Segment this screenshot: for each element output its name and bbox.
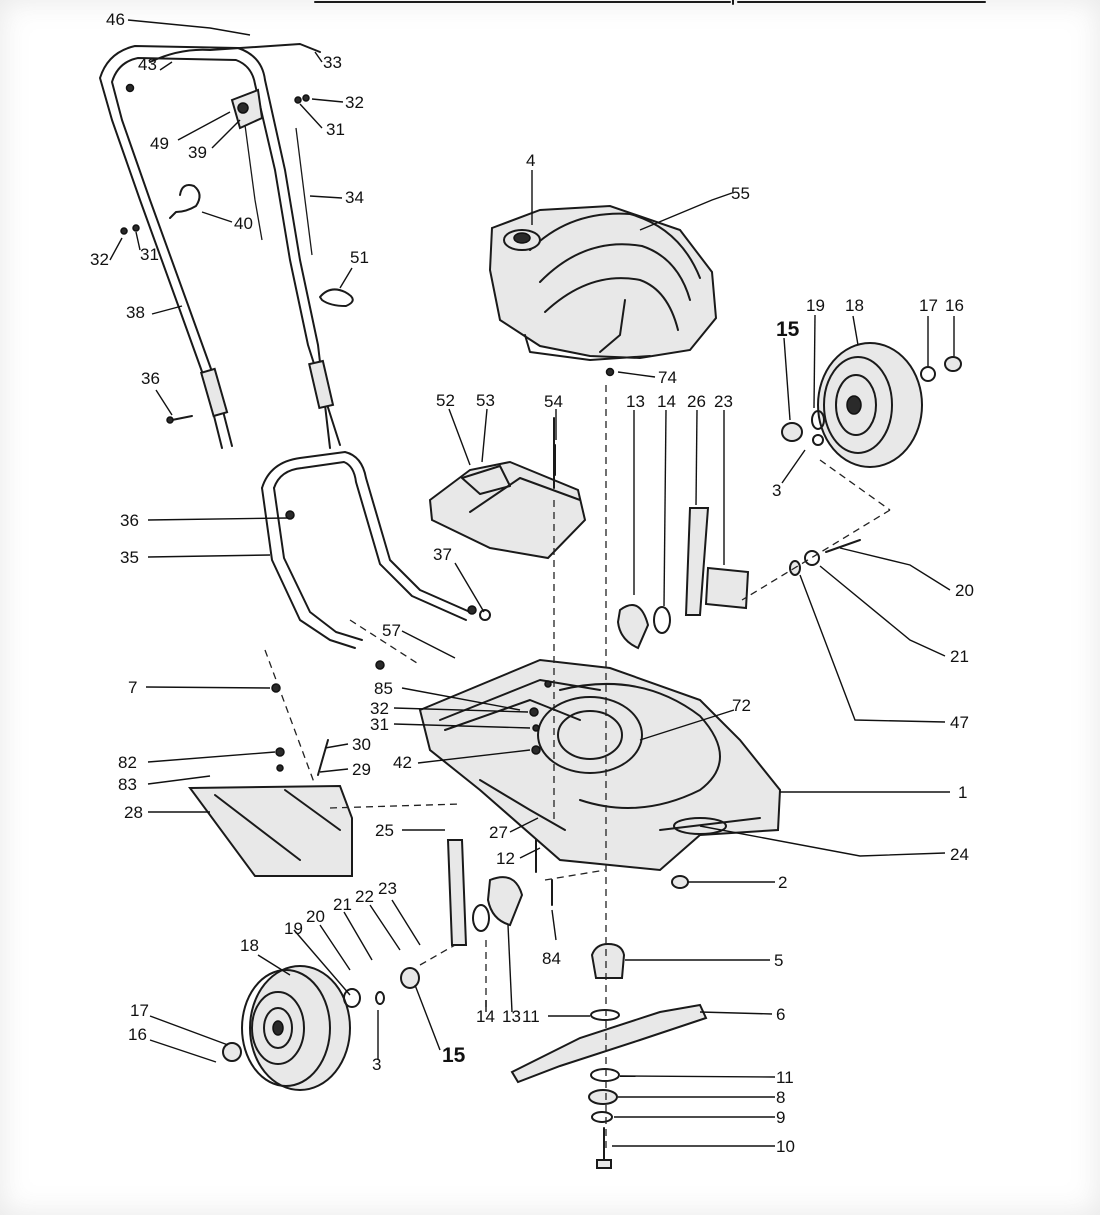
- callout-38: 38: [126, 303, 145, 322]
- callout-37: 37: [433, 545, 452, 564]
- callout-72: 72: [732, 696, 751, 715]
- callout-18-right: 18: [845, 296, 864, 315]
- callout-17-right: 17: [919, 296, 938, 315]
- callout-51: 51: [350, 248, 369, 267]
- callout-52: 52: [436, 391, 455, 410]
- callout-31: 31: [326, 120, 345, 139]
- callout-28: 28: [124, 803, 143, 822]
- callout-9: 9: [776, 1108, 785, 1127]
- callout-19-right: 19: [806, 296, 825, 315]
- callout-22-left: 22: [355, 887, 374, 906]
- callout-8: 8: [776, 1088, 785, 1107]
- callout-34: 34: [345, 188, 364, 207]
- sheet-top-border: [314, 0, 986, 5]
- upper-handle: [99, 45, 341, 449]
- callout-1: 1: [958, 783, 967, 802]
- callout-53: 53: [476, 391, 495, 410]
- callout-15-left: 15: [442, 1044, 466, 1067]
- callout-33: 33: [323, 53, 342, 72]
- callout-35: 35: [120, 548, 139, 567]
- callout-3-right: 3: [772, 481, 781, 500]
- control-cable: [120, 43, 354, 424]
- callout-21-right: 21: [950, 647, 969, 666]
- callout-7: 7: [128, 678, 137, 697]
- callout-2: 2: [778, 873, 787, 892]
- callout-16-left: 16: [128, 1025, 147, 1044]
- callout-30: 30: [352, 735, 371, 754]
- callout-19-left: 19: [284, 919, 303, 938]
- callout-labels: 46 43 33 32 31 49 39 34 40 32 31 55 4 51…: [90, 10, 974, 1156]
- chute-cover: [428, 417, 587, 560]
- callout-4: 4: [526, 151, 535, 170]
- callout-47: 47: [950, 713, 969, 732]
- callout-32-upper: 32: [90, 250, 109, 269]
- callout-57: 57: [382, 621, 401, 640]
- callout-18-left: 18: [240, 936, 259, 955]
- callout-26: 26: [687, 392, 706, 411]
- callout-3-left: 3: [372, 1055, 381, 1074]
- callout-25: 25: [375, 821, 394, 840]
- callout-74: 74: [658, 368, 677, 387]
- callout-36: 36: [141, 369, 160, 388]
- left-wheel: [222, 965, 420, 1091]
- callout-16-right: 16: [945, 296, 964, 315]
- callout-13-left: 13: [502, 1007, 521, 1026]
- callout-49: 49: [150, 134, 169, 153]
- callout-32-deck: 32: [370, 699, 389, 718]
- callout-20-right: 20: [955, 581, 974, 600]
- callout-83: 83: [118, 775, 137, 794]
- callout-55: 55: [731, 184, 750, 203]
- callout-84: 84: [542, 949, 561, 968]
- callout-14-right: 14: [657, 392, 676, 411]
- height-adjusters: [446, 507, 861, 946]
- callout-17-left: 17: [130, 1001, 149, 1020]
- callout-40: 40: [234, 214, 253, 233]
- callout-24: 24: [950, 845, 969, 864]
- callout-32: 32: [345, 93, 364, 112]
- callout-11-upper: 11: [522, 1007, 540, 1026]
- callout-20-left: 20: [306, 907, 325, 926]
- callout-21-left: 21: [333, 895, 352, 914]
- lower-handle: [261, 451, 477, 670]
- callout-27: 27: [489, 823, 508, 842]
- callout-43: 43: [138, 55, 157, 74]
- callout-46: 46: [106, 10, 125, 29]
- callout-85: 85: [374, 679, 393, 698]
- callout-5: 5: [774, 951, 783, 970]
- callout-54: 54: [544, 392, 563, 411]
- callout-31-upper: 31: [140, 245, 159, 264]
- mower-deck: [418, 658, 782, 872]
- callout-23-right: 23: [714, 392, 733, 411]
- callout-23-left: 23: [378, 879, 397, 898]
- callout-6: 6: [776, 1005, 785, 1024]
- engine: [488, 204, 718, 377]
- callout-15-right: 15: [776, 318, 800, 341]
- callout-13-right: 13: [626, 392, 645, 411]
- leader-lines: [109, 19, 955, 1147]
- callout-39: 39: [188, 143, 207, 162]
- callout-36-lower: 36: [120, 511, 139, 530]
- callout-29: 29: [352, 760, 371, 779]
- right-wheel: [781, 342, 962, 468]
- callout-11-lower: 11: [776, 1068, 794, 1087]
- callout-82: 82: [118, 753, 137, 772]
- callout-31-deck: 31: [370, 715, 389, 734]
- rear-flap: [188, 784, 353, 877]
- blade-assembly: [510, 942, 708, 1169]
- assembly-lines: [264, 385, 891, 1150]
- callout-42: 42: [393, 753, 412, 772]
- callout-10: 10: [776, 1137, 795, 1156]
- callout-12: 12: [496, 849, 515, 868]
- callout-14-left: 14: [476, 1007, 495, 1026]
